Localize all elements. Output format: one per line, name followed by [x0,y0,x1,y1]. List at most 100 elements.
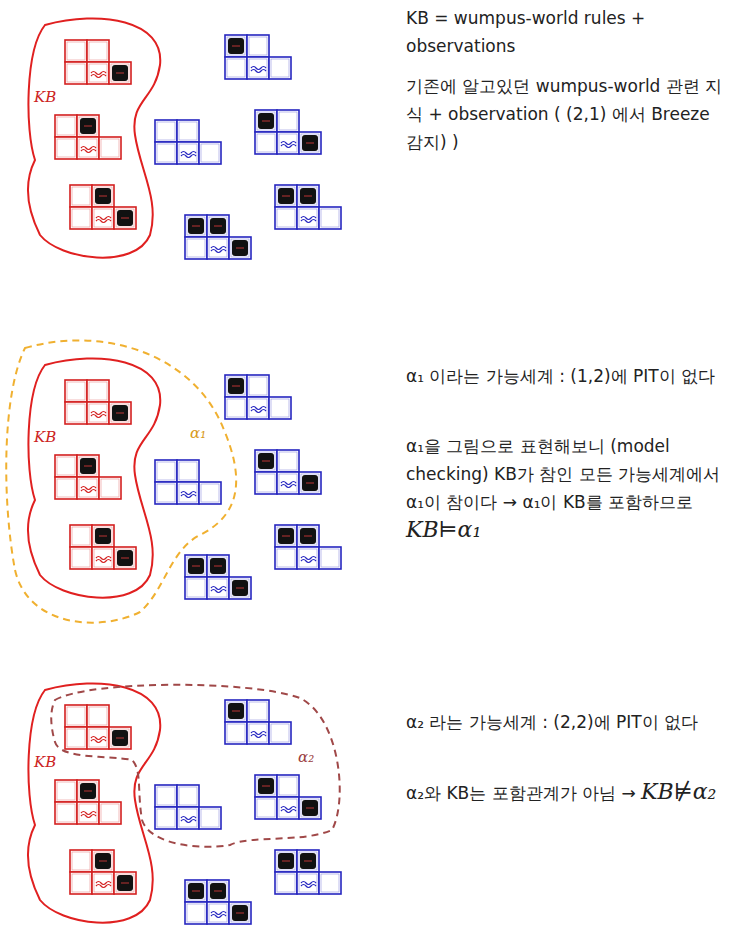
grid-cell-inner [101,804,119,822]
pit-mark [236,247,244,248]
grid-cell [185,555,207,577]
grid-cell-inner [271,59,289,77]
pit-mark [262,120,270,121]
grid-cell-inner [277,209,295,227]
grid-cell [77,780,99,802]
grid-cell [275,850,297,872]
grid-cell-inner [94,549,112,567]
grid-cell [277,110,299,132]
grid-cell [87,705,109,727]
grid-cell-inner [249,724,267,742]
grid-cell-inner [299,187,317,205]
grid-cell [114,547,136,569]
grid-cell-inner [271,399,289,417]
pit-square [188,883,204,899]
pit-square [95,188,111,204]
grid-cell [299,472,321,494]
grid-cell-inner [79,139,97,157]
grid-cell [87,402,109,424]
text-label: KB [34,428,56,446]
grid-cell-inner [79,457,97,475]
grid-cell-inner [111,729,129,747]
grid-cell [77,115,99,137]
grid-cell-inner [249,702,267,720]
breeze-squiggle [211,247,226,253]
grid-cell [99,137,121,159]
grid-cell [255,472,277,494]
grid-cell-inner [277,549,295,567]
grid-cell-inner [116,549,134,567]
grid-cell [225,57,247,79]
region-label: KB [34,428,56,446]
grid-cell-inner [321,209,339,227]
grid-cell-inner [72,527,90,545]
grid-cell-inner [72,187,90,205]
grid-cell [185,902,207,924]
pit-mark [232,385,240,386]
grid-cell-inner [277,874,295,892]
description-text: α₂ 라는 가능세계 : (2,2)에 PIT이 없다 [406,708,728,736]
text-label: KB [34,88,56,106]
pit-square [112,405,128,421]
grid-cell-inner [89,382,107,400]
model-grids [55,35,341,924]
grid-cell [87,62,109,84]
grid-cell [255,797,277,819]
pit-square [95,528,111,544]
grid-cell [55,477,77,499]
grid-cell [277,472,299,494]
pit-square [95,853,111,869]
pit-mark [232,710,240,711]
grid-cell [177,120,199,142]
grid-cell-inner [227,702,245,720]
grid-cell [65,40,87,62]
grid-cell-inner [89,64,107,82]
breeze-squiggle [301,882,316,888]
grid-cell-inner [299,549,317,567]
grid-cell-inner [94,874,112,892]
grid-cell [269,722,291,744]
breeze-squiggle [251,67,266,73]
pit-mark [192,890,200,891]
grid-cell-inner [187,217,205,235]
pit-square [300,188,316,204]
pit-mark [121,557,129,558]
grid-cell-inner [201,484,219,502]
grid-cell [177,482,199,504]
grid-cell-inner [72,852,90,870]
pit-square [80,783,96,799]
grid-cell [185,237,207,259]
grid-cell-inner [111,64,129,82]
grid-cell [247,700,269,722]
grid-cell [65,402,87,424]
grid-cell-inner [321,874,339,892]
pit-mark [236,912,244,913]
grid-cell [109,62,131,84]
grid-cell [70,547,92,569]
grid-cell-inner [79,479,97,497]
grid-cell [177,807,199,829]
grid-cell [55,455,77,477]
breeze-squiggle [96,217,111,223]
breeze-squiggle [301,557,316,563]
grid-cell-inner [57,457,75,475]
grid-cell-inner [277,187,295,205]
grid-cell [70,850,92,872]
breeze-squiggle [81,487,96,493]
grid-cell [55,115,77,137]
pit-mark [232,45,240,46]
breeze-squiggle [91,737,106,743]
grid-cell-inner [227,37,245,55]
pit-square [210,218,226,234]
grid-cell-inner [299,209,317,227]
grid-cell [65,380,87,402]
grid-cell [87,380,109,402]
grid-cell [155,807,177,829]
text-label: α₂ 라는 가능세계 : (2,2)에 PIT이 없다 [406,712,698,732]
region-label: α₂ [298,748,314,766]
breeze-squiggle [281,482,296,488]
grid-cell [185,880,207,902]
grid-cell [199,807,221,829]
grid-cell [92,207,114,229]
grid-cell [319,207,341,229]
